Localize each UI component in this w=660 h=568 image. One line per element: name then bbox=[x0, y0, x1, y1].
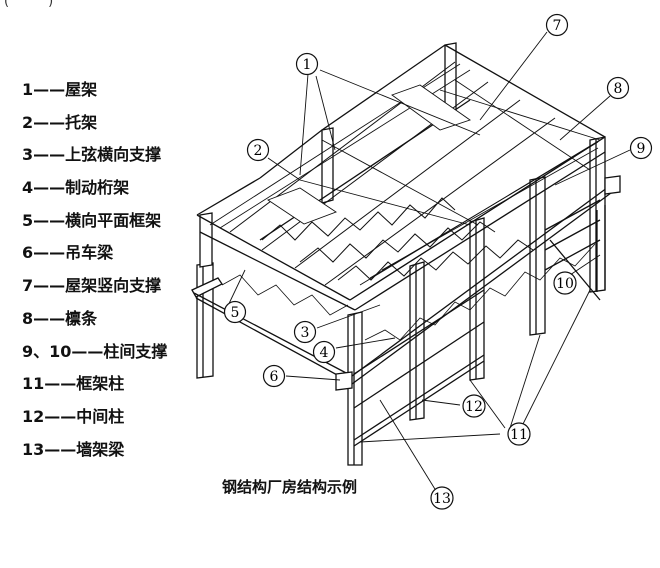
svg-text:1: 1 bbox=[303, 57, 312, 73]
callout-8: 8 bbox=[606, 76, 630, 100]
callout-12: 12 bbox=[462, 394, 486, 418]
svg-text:8: 8 bbox=[614, 81, 623, 97]
legend-item: 9、10——柱间支撑 bbox=[22, 341, 168, 361]
legend-item: 8——檩条 bbox=[22, 308, 98, 328]
legend-item: 2——托架 bbox=[22, 112, 98, 132]
callout-2: 2 bbox=[246, 138, 270, 162]
crane-beams bbox=[191, 175, 621, 391]
svg-text:13: 13 bbox=[433, 491, 451, 507]
callout-13: 13 bbox=[430, 486, 454, 510]
legend-item: 11——框架柱 bbox=[22, 374, 125, 394]
svg-text:12: 12 bbox=[465, 399, 483, 415]
legend: 1——屋架 2——托架 3——上弦横向支撑 4——制动桁架 5——横向平面框架 … bbox=[22, 74, 212, 466]
svg-text:9: 9 bbox=[637, 141, 646, 157]
callout-5: 5 bbox=[223, 300, 247, 324]
callout-10: 10 bbox=[553, 271, 577, 295]
callout-9: 9 bbox=[629, 136, 653, 160]
legend-item: 5——横向平面框架 bbox=[22, 210, 162, 230]
svg-text:6: 6 bbox=[270, 369, 279, 385]
callout-6: 6 bbox=[262, 364, 286, 388]
svg-text:10: 10 bbox=[556, 276, 574, 292]
svg-text:7: 7 bbox=[553, 18, 562, 34]
top-chord-bracing bbox=[267, 79, 601, 226]
framework-columns bbox=[196, 42, 606, 466]
svg-text:2: 2 bbox=[254, 143, 263, 159]
wall-girts bbox=[353, 289, 485, 447]
leader-lines bbox=[224, 31, 631, 495]
legend-item: 13——墙架梁 bbox=[22, 439, 125, 459]
legend-item: 12——中间柱 bbox=[22, 406, 125, 426]
callout-11: 11 bbox=[507, 422, 531, 446]
legend-item: 6——吊车梁 bbox=[22, 243, 114, 263]
top-corner-mark: ( ) bbox=[4, 0, 54, 9]
column-bracing bbox=[544, 199, 606, 301]
callout-7: 7 bbox=[545, 13, 569, 37]
callout-4: 4 bbox=[312, 340, 336, 364]
svg-text:5: 5 bbox=[231, 305, 240, 321]
legend-item: 7——屋架竖向支撑 bbox=[22, 276, 162, 296]
roof-trusses bbox=[229, 61, 606, 301]
callout-3: 3 bbox=[293, 320, 317, 344]
svg-text:4: 4 bbox=[320, 345, 329, 361]
figure-caption: 钢结构厂房结构示例 bbox=[222, 478, 358, 496]
svg-text:11: 11 bbox=[510, 427, 528, 443]
legend-item: 1——屋架 bbox=[22, 80, 98, 99]
legend-item: 4——制动桁架 bbox=[22, 178, 130, 198]
callout-1: 1 bbox=[295, 52, 319, 76]
legend-item: 3——上弦横向支撑 bbox=[22, 145, 162, 165]
svg-text:3: 3 bbox=[301, 325, 310, 341]
